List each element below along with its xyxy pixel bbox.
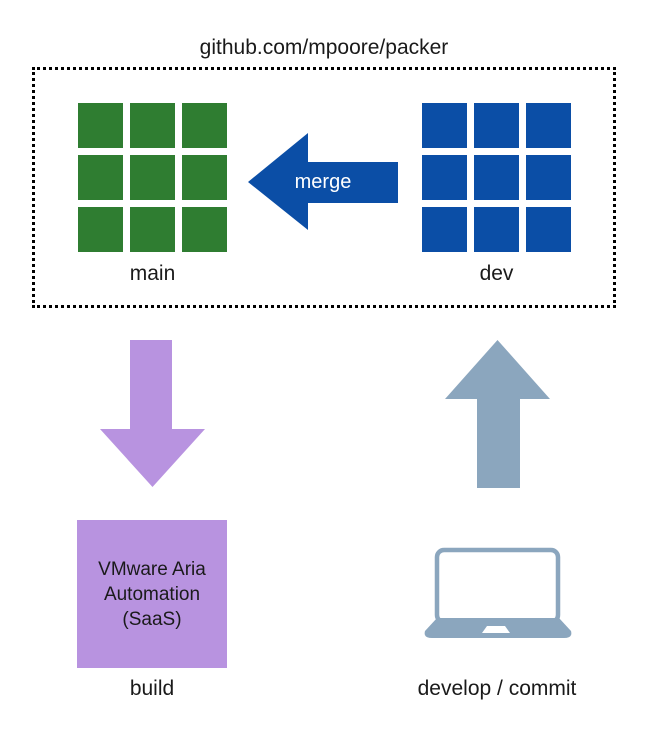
commit-square <box>422 155 467 200</box>
commit-square <box>526 207 571 252</box>
commit-square <box>130 207 175 252</box>
commit-square <box>78 207 123 252</box>
develop-commit-label: develop / commit <box>417 677 577 700</box>
main-branch-grid <box>78 103 227 252</box>
commit-square <box>474 155 519 200</box>
commit-square <box>182 103 227 148</box>
commit-square <box>182 155 227 200</box>
commit-square <box>474 103 519 148</box>
commit-square <box>78 103 123 148</box>
laptop-icon <box>424 547 572 638</box>
vmware-box-line: Automation <box>103 583 201 605</box>
build-label: build <box>129 677 175 700</box>
vmware-aria-automation-box: VMware Aria Automation (SaaS) <box>77 520 227 668</box>
commit-square <box>130 155 175 200</box>
commit-square <box>422 207 467 252</box>
commit-square <box>526 155 571 200</box>
commit-square <box>130 103 175 148</box>
build-down-arrow-icon <box>100 340 205 487</box>
merge-arrow-icon: merge <box>248 133 398 230</box>
commit-square <box>182 207 227 252</box>
dev-branch-grid <box>422 103 571 252</box>
commit-square <box>422 103 467 148</box>
dev-branch-label: dev <box>479 262 514 285</box>
merge-arrow-label: merge <box>295 171 352 193</box>
vmware-box-line: VMware Aria <box>98 558 206 580</box>
commit-square <box>78 155 123 200</box>
vmware-box-line: (SaaS) <box>122 608 182 630</box>
commit-square <box>526 103 571 148</box>
repo-title: github.com/mpoore/packer <box>199 36 449 59</box>
commit-up-arrow-icon <box>445 340 550 488</box>
repo-boundary-box <box>32 67 616 308</box>
commit-square <box>474 207 519 252</box>
main-branch-label: main <box>129 262 176 285</box>
